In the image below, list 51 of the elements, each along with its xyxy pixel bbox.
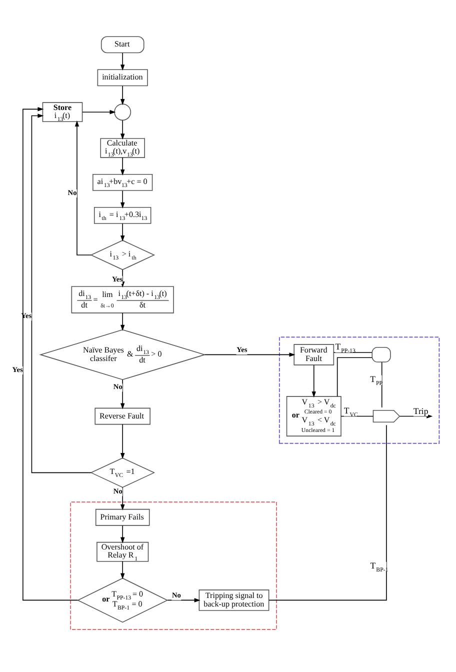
connector — [336, 357, 372, 397]
arrow — [30, 114, 91, 474]
node-box: Overshoot of Relay R$_{1}$ — [96, 542, 148, 562]
node-or-gate — [372, 410, 400, 423]
cluster — [70, 502, 276, 630]
connector — [380, 362, 382, 408]
arrow — [120, 190, 124, 208]
arrow — [166, 598, 200, 602]
arrow — [120, 525, 124, 544]
arrow — [120, 424, 124, 460]
edge-label: T$_{PP}$ — [370, 374, 382, 387]
edge-label: T$_{VC}$ — [343, 405, 358, 418]
arrow — [120, 312, 124, 331]
node-box: Primary Fails — [94, 508, 150, 526]
node-circle — [114, 104, 131, 121]
arrow — [120, 52, 124, 71]
arrow — [120, 560, 124, 580]
node-box: i$_{th}$ = i$_{13}$+0.3i$_{13}$ — [93, 206, 151, 224]
edge-label: No — [171, 590, 180, 600]
arrow — [82, 110, 116, 114]
arrow — [120, 379, 124, 410]
edge-label: Yes — [12, 364, 22, 374]
edge-label: T$_{PP-13}$ — [334, 342, 355, 355]
edge-label: No — [112, 382, 122, 392]
arrow — [311, 364, 316, 398]
node-box: ai$_{13}$+bv$_{13}$+c = 0 — [92, 174, 152, 191]
arrow — [204, 352, 295, 357]
node-diamond: i$_{13}$ > i$_{th}$ — [90, 240, 155, 270]
node-box: Forward Fault — [293, 344, 334, 366]
arrow — [120, 120, 124, 140]
edge-label: No — [67, 188, 76, 197]
edge-label: No — [112, 486, 122, 496]
node-box: Calculate i$_{13}$(t),v$_{13}$(t) — [100, 138, 144, 158]
arrow — [120, 487, 124, 510]
node-box: Tripping signal to back-up protection — [198, 590, 269, 611]
arrow — [120, 86, 124, 106]
node-box: Start — [100, 36, 144, 54]
cluster — [278, 336, 440, 444]
node-box: Reverse Fault — [94, 408, 150, 425]
edge-label: Trip — [412, 406, 428, 416]
edge-label: Yes — [111, 274, 122, 284]
node-and-gate — [371, 346, 390, 362]
node-box: Store i$_{13}$(t) — [42, 102, 82, 122]
arrow — [120, 223, 124, 242]
node-diamond: T$_{VC}$ =1 — [90, 458, 155, 488]
edge-label: Yes — [236, 345, 247, 354]
arrow — [120, 157, 124, 176]
connector — [332, 352, 372, 353]
arrow — [74, 120, 91, 256]
node-box: initialization — [96, 69, 148, 86]
node-diamond: or T$_{PP-13}$ = 0 T$_{BP-1}$ = 0 — [76, 578, 168, 623]
